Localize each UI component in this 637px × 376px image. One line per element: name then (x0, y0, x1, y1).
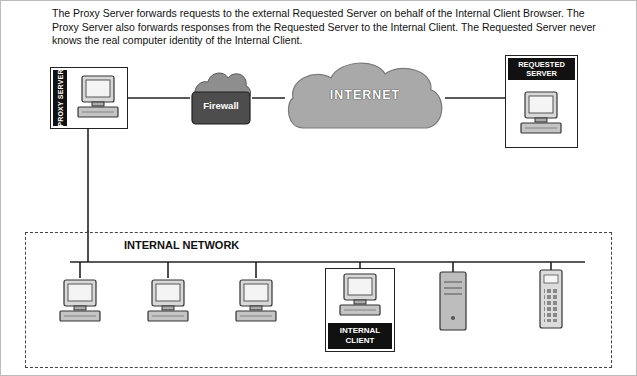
node-client: INTERNAL CLIENT (325, 268, 395, 352)
caption: The Proxy Server forwards requests to th… (52, 7, 597, 48)
keypad-device (540, 270, 562, 328)
connector-line (87, 129, 89, 232)
workstation (236, 280, 276, 321)
firewall-shape (190, 68, 252, 126)
label-band: REQUESTED SERVER (508, 58, 575, 80)
cloud-label: INTERNET (285, 88, 445, 102)
node-fw: Firewall (190, 68, 252, 126)
firewall-label: Firewall (190, 100, 252, 111)
node-lan: INTERNAL NETWORK INTERNAL CLIENT (25, 232, 612, 368)
node-cloud: INTERNET (285, 58, 445, 136)
vertical-label: PROXY SERVER (57, 69, 64, 126)
label-band: PROXY SERVER (53, 70, 67, 126)
connector-line (445, 97, 505, 99)
label-band: INTERNAL CLIENT (328, 323, 392, 349)
node-proxy: PROXY SERVER (50, 67, 128, 129)
client-computer (340, 274, 380, 315)
proxy-computer (78, 76, 118, 117)
node-req: REQUESTED SERVER (505, 55, 578, 148)
workstation (60, 280, 100, 321)
network-bus (70, 231, 585, 278)
connector-line (128, 97, 190, 99)
box-label: REQUESTED SERVER (510, 60, 573, 78)
server-computer (521, 92, 561, 133)
workstation (148, 280, 188, 321)
tower-server (440, 272, 466, 330)
region-label: INTERNAL NETWORK (122, 239, 241, 251)
connector-line (252, 97, 285, 99)
box-label: INTERNAL CLIENT (330, 326, 390, 346)
